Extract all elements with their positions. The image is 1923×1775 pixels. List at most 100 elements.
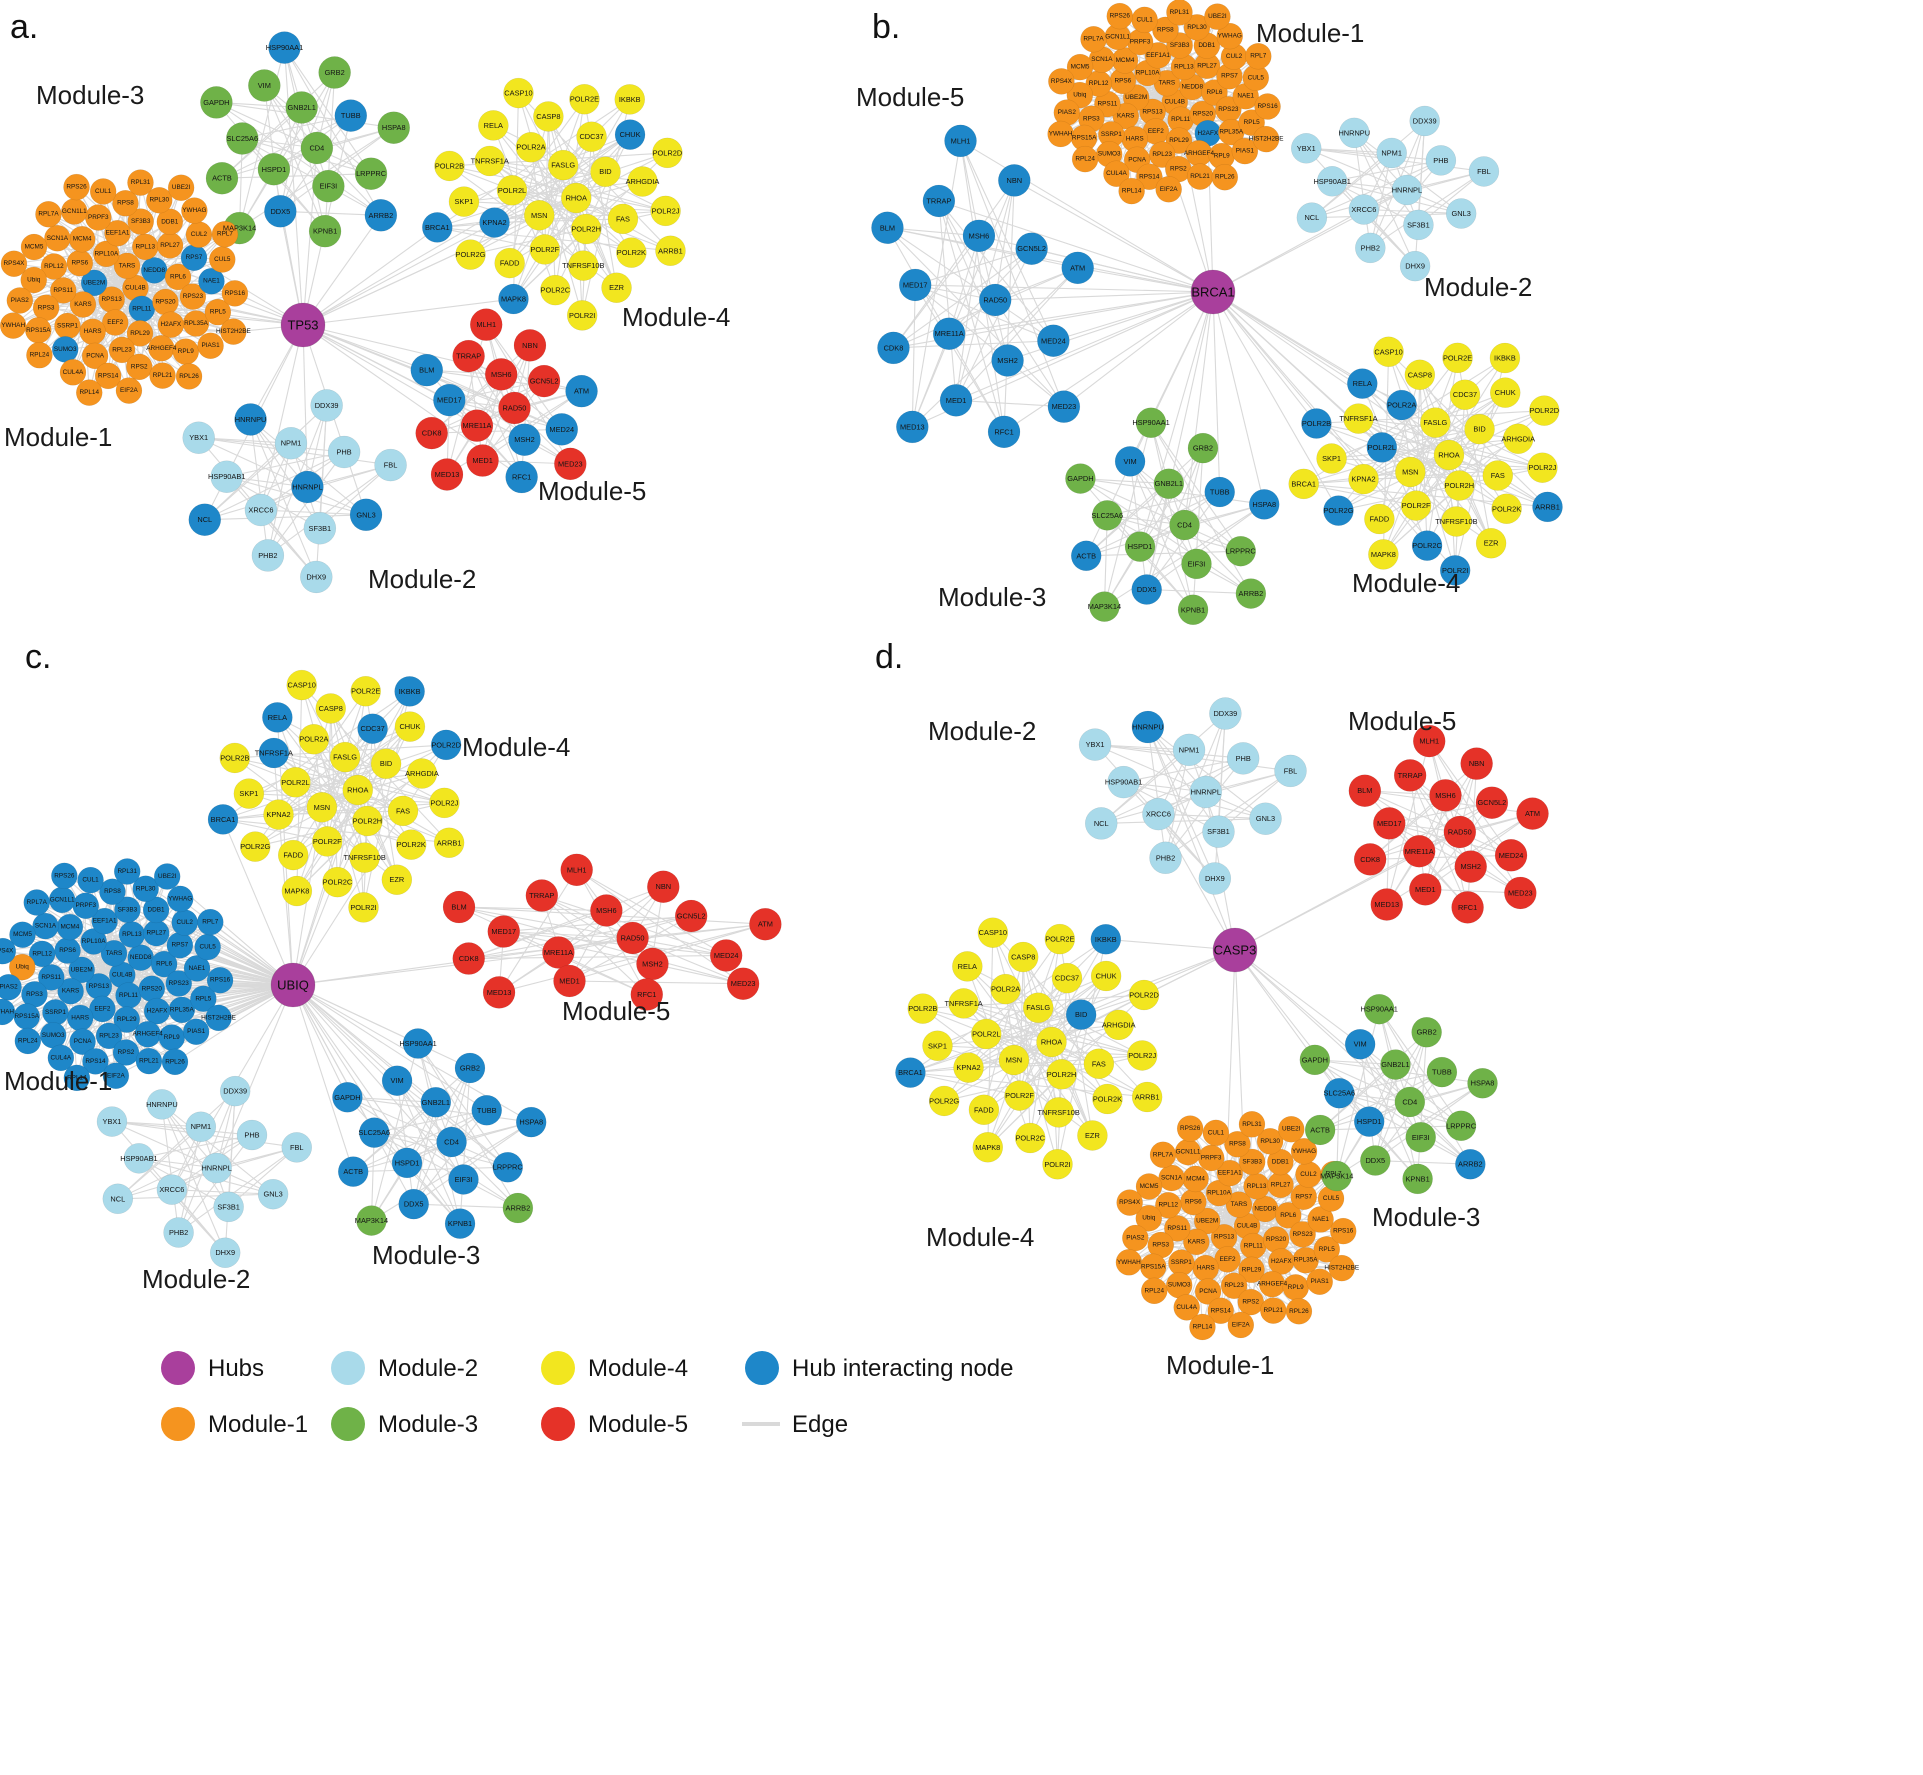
node-TARS[interactable] bbox=[1225, 1191, 1253, 1218]
node-BLM[interactable] bbox=[442, 890, 476, 924]
node-FASLG[interactable] bbox=[1022, 992, 1054, 1023]
node-HARS[interactable] bbox=[79, 318, 106, 345]
node-DHX9[interactable] bbox=[1198, 862, 1232, 895]
node-CD4[interactable] bbox=[1169, 509, 1200, 541]
node-CUL4A[interactable] bbox=[1173, 1294, 1200, 1321]
node-NCL[interactable] bbox=[102, 1183, 134, 1215]
node-ARHGEF4[interactable] bbox=[148, 335, 175, 362]
node-RPL11[interactable] bbox=[115, 982, 142, 1009]
node-MCM4[interactable] bbox=[56, 913, 84, 941]
node-FASLG[interactable] bbox=[547, 149, 579, 181]
node-EIF2A[interactable] bbox=[1227, 1311, 1255, 1339]
node-RPL5[interactable] bbox=[190, 985, 217, 1013]
node-ATM[interactable] bbox=[749, 907, 782, 941]
node-RPL35A[interactable] bbox=[1292, 1246, 1319, 1274]
node-SSRP1[interactable] bbox=[54, 312, 81, 340]
node-MAP3K14[interactable] bbox=[356, 1205, 387, 1236]
node-DDX39[interactable] bbox=[310, 389, 343, 422]
node-TUBB[interactable] bbox=[1426, 1056, 1458, 1088]
node-RHOA[interactable] bbox=[1433, 439, 1465, 471]
node-CDK8[interactable] bbox=[452, 942, 485, 975]
node-Ubiq[interactable] bbox=[1135, 1204, 1163, 1232]
node-CHUK[interactable] bbox=[614, 119, 646, 150]
node-CASP10[interactable] bbox=[977, 917, 1009, 948]
node-TNFRSF1A[interactable] bbox=[474, 145, 505, 177]
node-MED1[interactable] bbox=[553, 964, 586, 998]
node-RPL13[interactable] bbox=[1243, 1173, 1270, 1200]
node-MAPK8[interactable] bbox=[498, 283, 529, 315]
node-POLR2G[interactable] bbox=[455, 239, 486, 270]
node-VIM[interactable] bbox=[1114, 446, 1146, 477]
node-POLR2I[interactable] bbox=[566, 300, 598, 331]
node-SCN1A[interactable] bbox=[44, 225, 71, 252]
node-HARS[interactable] bbox=[66, 1004, 94, 1032]
node-MED17[interactable] bbox=[433, 383, 466, 417]
node-MED24[interactable] bbox=[1037, 324, 1070, 358]
node-SKP1[interactable] bbox=[922, 1030, 953, 1062]
node-LRPPRC[interactable] bbox=[1225, 535, 1256, 567]
node-POLR2J[interactable] bbox=[1126, 1040, 1158, 1071]
node-FADD[interactable] bbox=[1364, 503, 1395, 535]
node-MSH2[interactable] bbox=[508, 423, 541, 456]
node-GCN1L1[interactable] bbox=[1174, 1138, 1202, 1166]
node-NEDD8[interactable] bbox=[140, 257, 168, 284]
node-RPS6[interactable] bbox=[1180, 1188, 1207, 1216]
node-NBN[interactable] bbox=[647, 870, 680, 903]
node-SUMO3[interactable] bbox=[39, 1022, 67, 1049]
node-NCL[interactable] bbox=[1084, 807, 1118, 840]
node-RPS11[interactable] bbox=[38, 964, 65, 991]
node-PHB[interactable] bbox=[1226, 742, 1260, 775]
node-CUL2[interactable] bbox=[171, 909, 198, 936]
node-RPS4X[interactable] bbox=[1116, 1189, 1143, 1216]
node-TUBB[interactable] bbox=[334, 99, 368, 132]
node-MRE11A[interactable] bbox=[460, 409, 494, 442]
node-MLH1[interactable] bbox=[1412, 724, 1446, 758]
node-RFC1[interactable] bbox=[630, 978, 664, 1011]
node-RHOA[interactable] bbox=[342, 774, 374, 806]
node-RPS20[interactable] bbox=[138, 975, 166, 1003]
node-POLR2H[interactable] bbox=[352, 805, 383, 837]
node-DHX9[interactable] bbox=[209, 1237, 241, 1268]
node-KPNA2[interactable] bbox=[953, 1052, 984, 1083]
node-VIM[interactable] bbox=[1344, 1028, 1376, 1060]
node-SF3B1[interactable] bbox=[1202, 815, 1235, 848]
node-RPS14[interactable] bbox=[1136, 163, 1163, 191]
node-MED24[interactable] bbox=[1494, 839, 1528, 872]
node-MCM5[interactable] bbox=[9, 921, 36, 948]
node-RPS26[interactable] bbox=[1106, 2, 1134, 30]
node-RPS4X[interactable] bbox=[1048, 68, 1075, 95]
node-SCN1A[interactable] bbox=[1158, 1164, 1185, 1192]
node-HSP90AA1[interactable] bbox=[268, 31, 301, 64]
node-RPL21[interactable] bbox=[1186, 163, 1214, 190]
node-YWHAH[interactable] bbox=[0, 312, 27, 339]
node-RPS26[interactable] bbox=[63, 173, 90, 201]
node-POLR2B[interactable] bbox=[434, 150, 465, 182]
node-DDX39[interactable] bbox=[1209, 697, 1242, 730]
node-RPS20[interactable] bbox=[152, 288, 179, 316]
node-RPL24[interactable] bbox=[26, 341, 53, 369]
node-POLR2H[interactable] bbox=[570, 213, 602, 245]
node-PRPF3[interactable] bbox=[1126, 28, 1154, 56]
node-HSP90AB1[interactable] bbox=[1107, 765, 1140, 799]
node-RPL24[interactable] bbox=[1071, 145, 1099, 173]
node-XRCC6[interactable] bbox=[1348, 194, 1380, 225]
node-POLR2I[interactable] bbox=[1439, 555, 1471, 586]
node-RPS14[interactable] bbox=[94, 362, 122, 390]
node-HNRNPL[interactable] bbox=[1189, 775, 1223, 809]
node-MED13[interactable] bbox=[896, 410, 929, 444]
node-RPL10A[interactable] bbox=[93, 240, 120, 268]
node-UBE2I[interactable] bbox=[167, 174, 195, 201]
node-TRRAP[interactable] bbox=[922, 184, 956, 218]
node-RPL14[interactable] bbox=[1189, 1313, 1216, 1341]
node-RPS2[interactable] bbox=[112, 1039, 140, 1066]
node-RPL23[interactable] bbox=[1220, 1272, 1248, 1299]
node-KARS[interactable] bbox=[1183, 1228, 1210, 1256]
node-CASP10[interactable] bbox=[503, 77, 534, 109]
node-MED1[interactable] bbox=[466, 444, 499, 477]
node-CHUK[interactable] bbox=[1489, 377, 1521, 408]
node-POLR2J[interactable] bbox=[1527, 452, 1558, 483]
node-CASP8[interactable] bbox=[533, 101, 564, 132]
node-LRPPRC[interactable] bbox=[354, 157, 388, 190]
node-Ubiq[interactable] bbox=[20, 266, 47, 294]
node-POLR2D[interactable] bbox=[430, 729, 462, 761]
